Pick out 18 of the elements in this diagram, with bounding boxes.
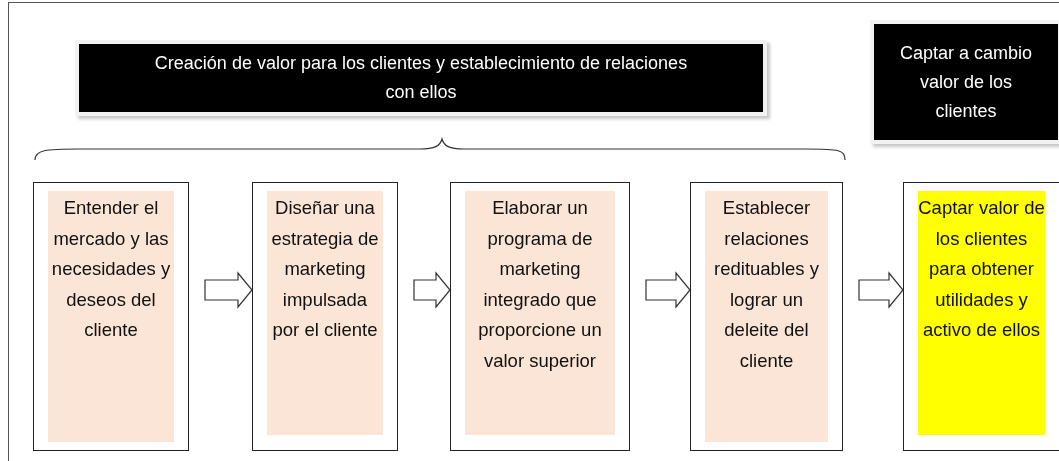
block-arrow <box>858 271 904 309</box>
block-arrow <box>204 271 253 309</box>
block-arrow <box>645 271 691 309</box>
process-box <box>690 182 843 451</box>
step-text: Elaborar un programa de marketing integrado que proporcione un valor superior <box>465 191 615 435</box>
title-banner <box>870 20 1059 144</box>
step-text: Entender el mercado y las necesidades y deseos del cliente <box>48 191 174 442</box>
banner-text: Creación de valor para los clientes y establecimiento de relaciones con ellos <box>153 52 689 104</box>
title-banner <box>75 40 767 116</box>
step-text: Diseñar una estrategia de marketing impulsada por el cliente <box>267 191 383 435</box>
block-arrow <box>413 271 451 309</box>
step-text: Captar valor de los clientes para obtener utilidades y activo de ellos <box>918 191 1045 435</box>
process-box <box>903 182 1059 451</box>
process-box <box>33 182 189 451</box>
process-box <box>450 182 630 451</box>
process-box <box>252 182 398 451</box>
banner-text: Captar a cambio valor de los clientes <box>898 41 1034 123</box>
step-text: Establecer relaciones redituables y lograr un deleite del cliente <box>705 191 828 442</box>
